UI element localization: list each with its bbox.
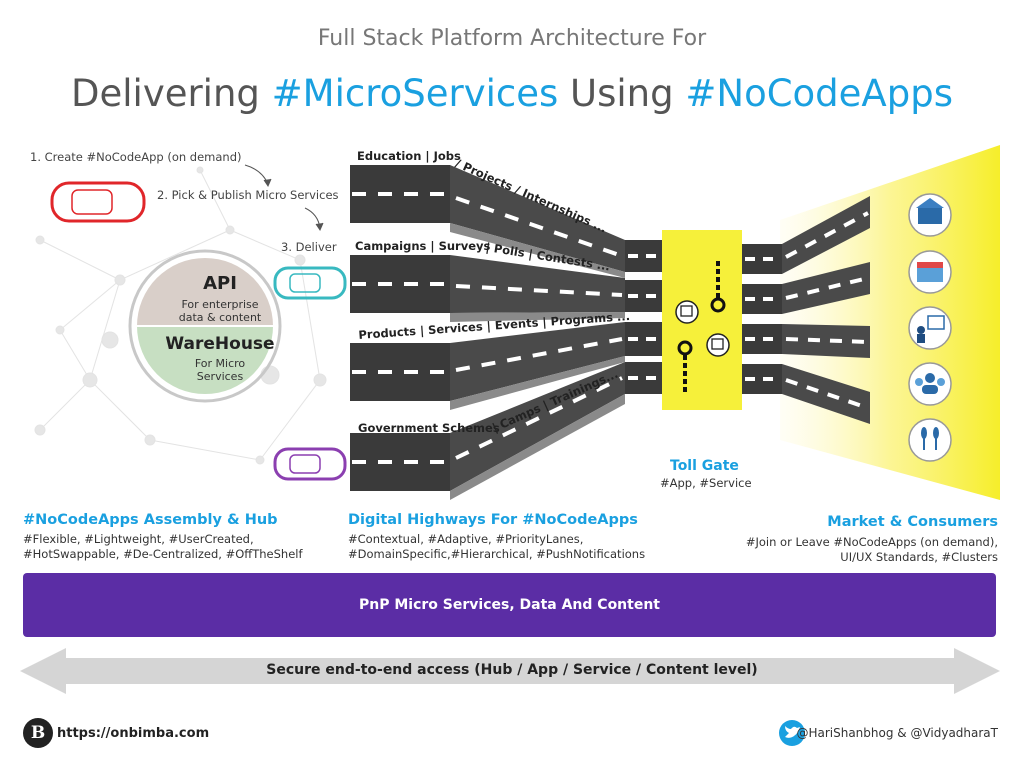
access-double-arrow	[20, 648, 1000, 694]
hub-section-desc-line2: #HotSwappable, #De-Centralized, #OffTheS…	[23, 547, 303, 561]
toll-gate-title: Toll Gate	[670, 458, 739, 474]
subtitle-heading: Full Stack Platform Architecture For	[317, 26, 707, 51]
lane-dashes	[352, 192, 869, 464]
network-background	[34, 166, 327, 465]
warehouse-subtitle-line2: Services	[196, 370, 244, 383]
step-arrows	[244, 164, 324, 232]
website-link[interactable]: https://onbimba.com	[57, 726, 210, 741]
toll-gate	[662, 230, 742, 410]
highway-section-title: Digital Highways For #NoCodeApps	[348, 512, 638, 528]
logo-letter: B	[30, 723, 46, 743]
highway-section-desc-line2: #DomainSpecific,#Hierarchical, #PushNoti…	[348, 547, 646, 561]
purple-car-icon	[273, 447, 347, 481]
market-light-cone	[780, 145, 1000, 500]
twitter-handles[interactable]: @HariShanbhog & @VidyadharaT	[796, 726, 998, 740]
highway-section-desc-line1: #Contextual, #Adaptive, #PriorityLanes,	[348, 532, 584, 546]
main-heading: Delivering #MicroServices Using #NoCodeA…	[0, 72, 1024, 115]
title-highlight-microservices: #MicroServices	[271, 72, 559, 115]
bimba-logo-icon	[23, 718, 53, 748]
red-car-icon	[50, 181, 146, 223]
api-title: API	[203, 273, 237, 294]
consumer-icons	[908, 193, 952, 462]
lane-2-label-left: Campaigns | Surveys	[355, 239, 491, 253]
lane-4-label-left: Government Schemes	[358, 421, 500, 435]
pnp-services-band: PnP Micro Services, Data And Content	[23, 573, 996, 637]
hub-section-desc-line1: #Flexible, #Lightweight, #UserCreated,	[23, 532, 254, 546]
market-section-desc-line2: UI/UX Standards, #Clusters	[840, 550, 998, 564]
title-highlight-nocodeapps: #NoCodeApps	[685, 72, 953, 115]
api-subtitle-line1: For enterprise	[181, 298, 259, 311]
warehouse-subtitle-line1: For Micro	[194, 357, 246, 370]
market-section-desc-line1: #Join or Leave #NoCodeApps (on demand),	[745, 535, 998, 549]
market-section-title: Market & Consumers	[827, 514, 998, 530]
warehouse-title: WareHouse	[165, 334, 275, 354]
teal-car-icon	[273, 266, 347, 300]
hub-circle	[128, 249, 282, 403]
step-1-label: 1. Create #NoCodeApp (on demand)	[30, 150, 242, 164]
pnp-services-label: PnP Micro Services, Data And Content	[359, 597, 660, 613]
highway-section-desc: #Contextual, #Adaptive, #PriorityLanes,#…	[348, 532, 645, 562]
toll-gate-subtitle: #App, #Service	[660, 476, 752, 490]
secure-access-label: Secure end-to-end access (Hub / App / Se…	[266, 662, 758, 678]
market-section-desc: #Join or Leave #NoCodeApps (on demand),U…	[746, 535, 998, 565]
step-2-label: 2. Pick & Publish Micro Services	[157, 188, 339, 202]
title-part2: Using	[558, 72, 686, 115]
hub-section-title: #NoCodeApps Assembly & Hub	[23, 512, 278, 528]
step-3-label: 3. Deliver	[281, 240, 337, 254]
api-subtitle-line2: data & content	[178, 311, 262, 324]
title-part1: Delivering	[71, 72, 272, 115]
hub-section-desc: #Flexible, #Lightweight, #UserCreated,#H…	[23, 532, 303, 562]
lane-1-label-left: Education | Jobs	[357, 149, 461, 163]
